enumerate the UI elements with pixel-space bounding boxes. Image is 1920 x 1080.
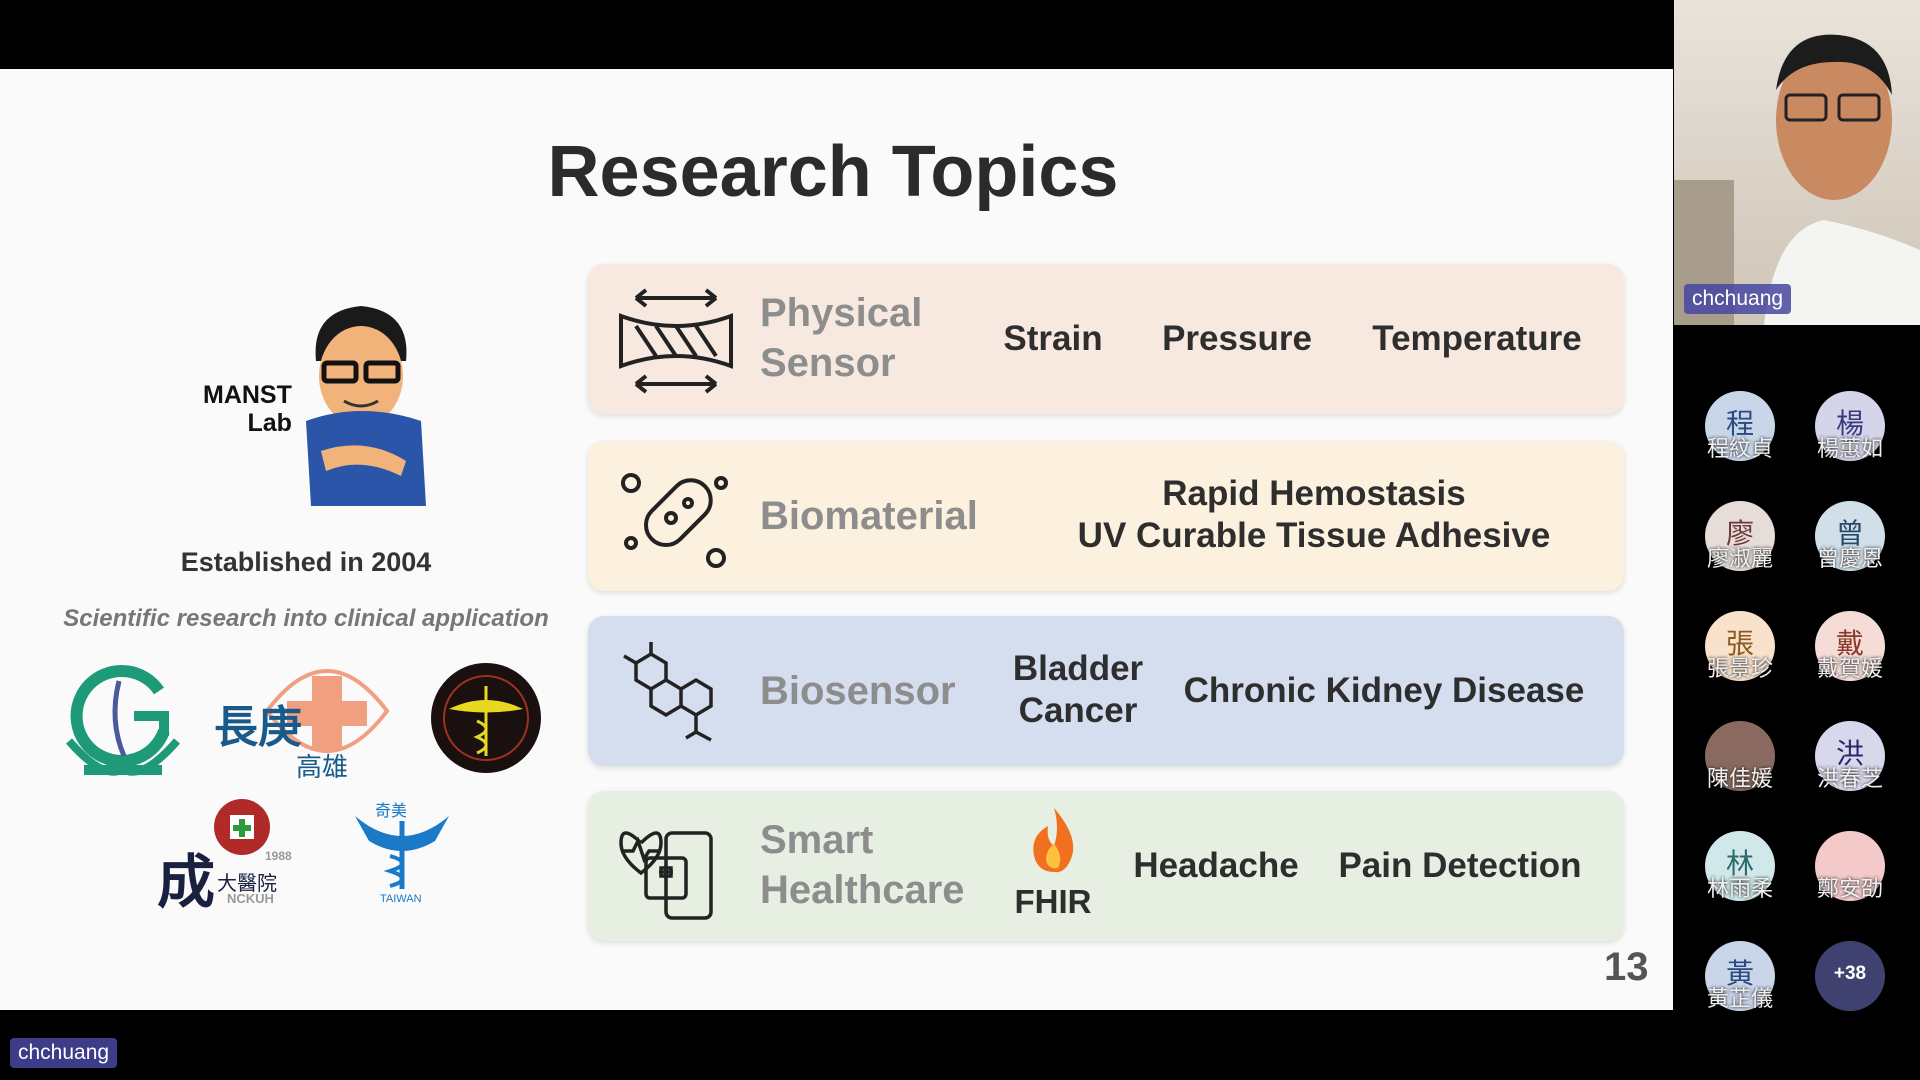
participant-name: 楊蕙如 bbox=[1816, 436, 1883, 461]
topic-item-headache: Headache bbox=[1133, 846, 1299, 885]
topic-item-fhir: FHIR bbox=[1014, 883, 1092, 920]
participant-tile[interactable]: 曾曾慶恩 bbox=[1800, 501, 1900, 601]
hospital-logo-cgmh: 長庚 高雄 bbox=[214, 661, 394, 782]
cgmh-logo-city: 高雄 bbox=[296, 752, 349, 782]
topic-label: Biosensor bbox=[760, 669, 956, 713]
participant-avatar: 黃 bbox=[1705, 941, 1775, 1011]
topic-item-cancer: Cancer bbox=[1018, 691, 1138, 730]
topic-item-chronic-kidney-disease: Chronic Kidney Disease bbox=[1183, 671, 1585, 710]
topic-item-pressure: Pressure bbox=[1162, 319, 1312, 358]
presenter-name-tag: chchuang bbox=[1684, 284, 1792, 314]
lab-logo-text: MANST Lab bbox=[203, 381, 292, 437]
topic-card-biosensor: Biosensor Bladder Cancer Chronic Kidney … bbox=[588, 616, 1624, 766]
hospital-logo-green bbox=[65, 665, 181, 776]
participant-name: 陳佳媛 bbox=[1706, 766, 1773, 791]
cgmh-logo-name: 長庚 bbox=[214, 702, 302, 753]
molecule-icon bbox=[623, 642, 713, 742]
participant-avatar: 林 bbox=[1705, 831, 1775, 901]
participant-name: 戴賀媛 bbox=[1816, 656, 1883, 681]
participant-name: 曾慶恩 bbox=[1816, 546, 1883, 571]
participant-tile[interactable]: 林林雨柔 bbox=[1690, 831, 1790, 931]
presenter-video-image bbox=[1674, 34, 1920, 325]
more-participants-count: +38 bbox=[1815, 941, 1885, 1011]
tagline-text: Scientific research into clinical applic… bbox=[63, 605, 549, 632]
participant-tile[interactable]: 楊楊蕙如 bbox=[1800, 391, 1900, 491]
topic-item-pain-detection: Pain Detection bbox=[1338, 846, 1582, 885]
participant-avatar: 張 bbox=[1705, 611, 1775, 681]
chimei-logo-name: 奇美 bbox=[375, 803, 408, 820]
participant-tile[interactable]: 戴戴賀媛 bbox=[1800, 611, 1900, 711]
participant-tile[interactable]: 廖廖淑麗 bbox=[1690, 501, 1790, 601]
more-participants-button[interactable]: +38 bbox=[1800, 941, 1900, 1041]
topic-item-uv-curable-adhesive: UV Curable Tissue Adhesive bbox=[1077, 516, 1551, 555]
bacteria-icon bbox=[621, 473, 728, 568]
participant-name: 黃芷儀 bbox=[1706, 986, 1773, 1011]
participant-avatar: 楊 bbox=[1815, 391, 1885, 461]
lab-mascot-cartoon bbox=[306, 306, 426, 506]
participant-avatar: 洪 bbox=[1815, 721, 1885, 791]
presenter-video[interactable]: chchuang bbox=[1674, 0, 1920, 325]
participant-avatar: 廖 bbox=[1705, 501, 1775, 571]
armed-forces-hospital-logo bbox=[431, 663, 541, 773]
fhir-flame-icon bbox=[1033, 808, 1074, 873]
chimei-logo-country: TAIWAN bbox=[380, 893, 422, 905]
participant-tile[interactable]: 張張景珍 bbox=[1690, 611, 1790, 711]
strain-arrows-icon bbox=[619, 288, 733, 394]
chimei-hospital-logo: 奇美 TAIWAN bbox=[355, 797, 450, 907]
participant-name: 鄭安劭 bbox=[1816, 876, 1883, 901]
participant-avatar: 曾 bbox=[1815, 501, 1885, 571]
participant-name: 程紋貞 bbox=[1706, 436, 1773, 461]
shared-slide: Research Topics MANST Lab Established in… bbox=[0, 69, 1673, 1010]
screen-share-owner-label: chchuang bbox=[10, 1038, 118, 1068]
topic-item-rapid-hemostasis: Rapid Hemostasis bbox=[1162, 474, 1466, 513]
slide-title: Research Topics bbox=[547, 132, 1119, 212]
slide-page-number: 13 bbox=[1604, 945, 1649, 989]
participant-avatar bbox=[1815, 831, 1885, 901]
participant-name: 廖淑麗 bbox=[1706, 546, 1773, 571]
established-text: Established in 2004 bbox=[180, 547, 432, 577]
participant-tile[interactable]: 鄭安劭 bbox=[1800, 831, 1900, 931]
participant-tile[interactable]: 洪洪春芝 bbox=[1800, 721, 1900, 821]
participant-name: 張景珍 bbox=[1706, 656, 1773, 681]
lab-logo-line2: Lab bbox=[247, 409, 292, 437]
participant-tile[interactable]: 程程紋貞 bbox=[1690, 391, 1790, 491]
participant-name: 林雨柔 bbox=[1706, 876, 1773, 901]
lab-logo-line1: MANST bbox=[203, 381, 292, 409]
participant-avatar bbox=[1705, 721, 1775, 791]
topic-item-bladder: Bladder bbox=[1012, 649, 1144, 688]
participant-name: 洪春芝 bbox=[1816, 766, 1883, 791]
phone-health-icon bbox=[619, 831, 713, 920]
topic-item-strain: Strain bbox=[1003, 319, 1103, 358]
ncku-logo-hospital: 大醫院 bbox=[217, 873, 277, 895]
ncku-logo-abbr: NCKUH bbox=[227, 891, 274, 906]
topic-card-biomaterial: Biomaterial Rapid Hemostasis UV Curable … bbox=[588, 441, 1624, 591]
participant-tile[interactable]: 陳佳媛 bbox=[1690, 721, 1790, 821]
participant-avatar: 程 bbox=[1705, 391, 1775, 461]
ncku-hospital-logo: 成 大醫院 NCKUH 1988 bbox=[157, 797, 297, 916]
topic-label: Biomaterial bbox=[760, 494, 978, 538]
participant-avatar: 戴 bbox=[1815, 611, 1885, 681]
topic-item-temperature: Temperature bbox=[1372, 319, 1582, 358]
participant-tile[interactable]: 黃黃芷儀 bbox=[1690, 941, 1790, 1041]
ncku-logo-char: 成 bbox=[157, 848, 216, 916]
ncku-logo-year: 1988 bbox=[265, 849, 292, 863]
